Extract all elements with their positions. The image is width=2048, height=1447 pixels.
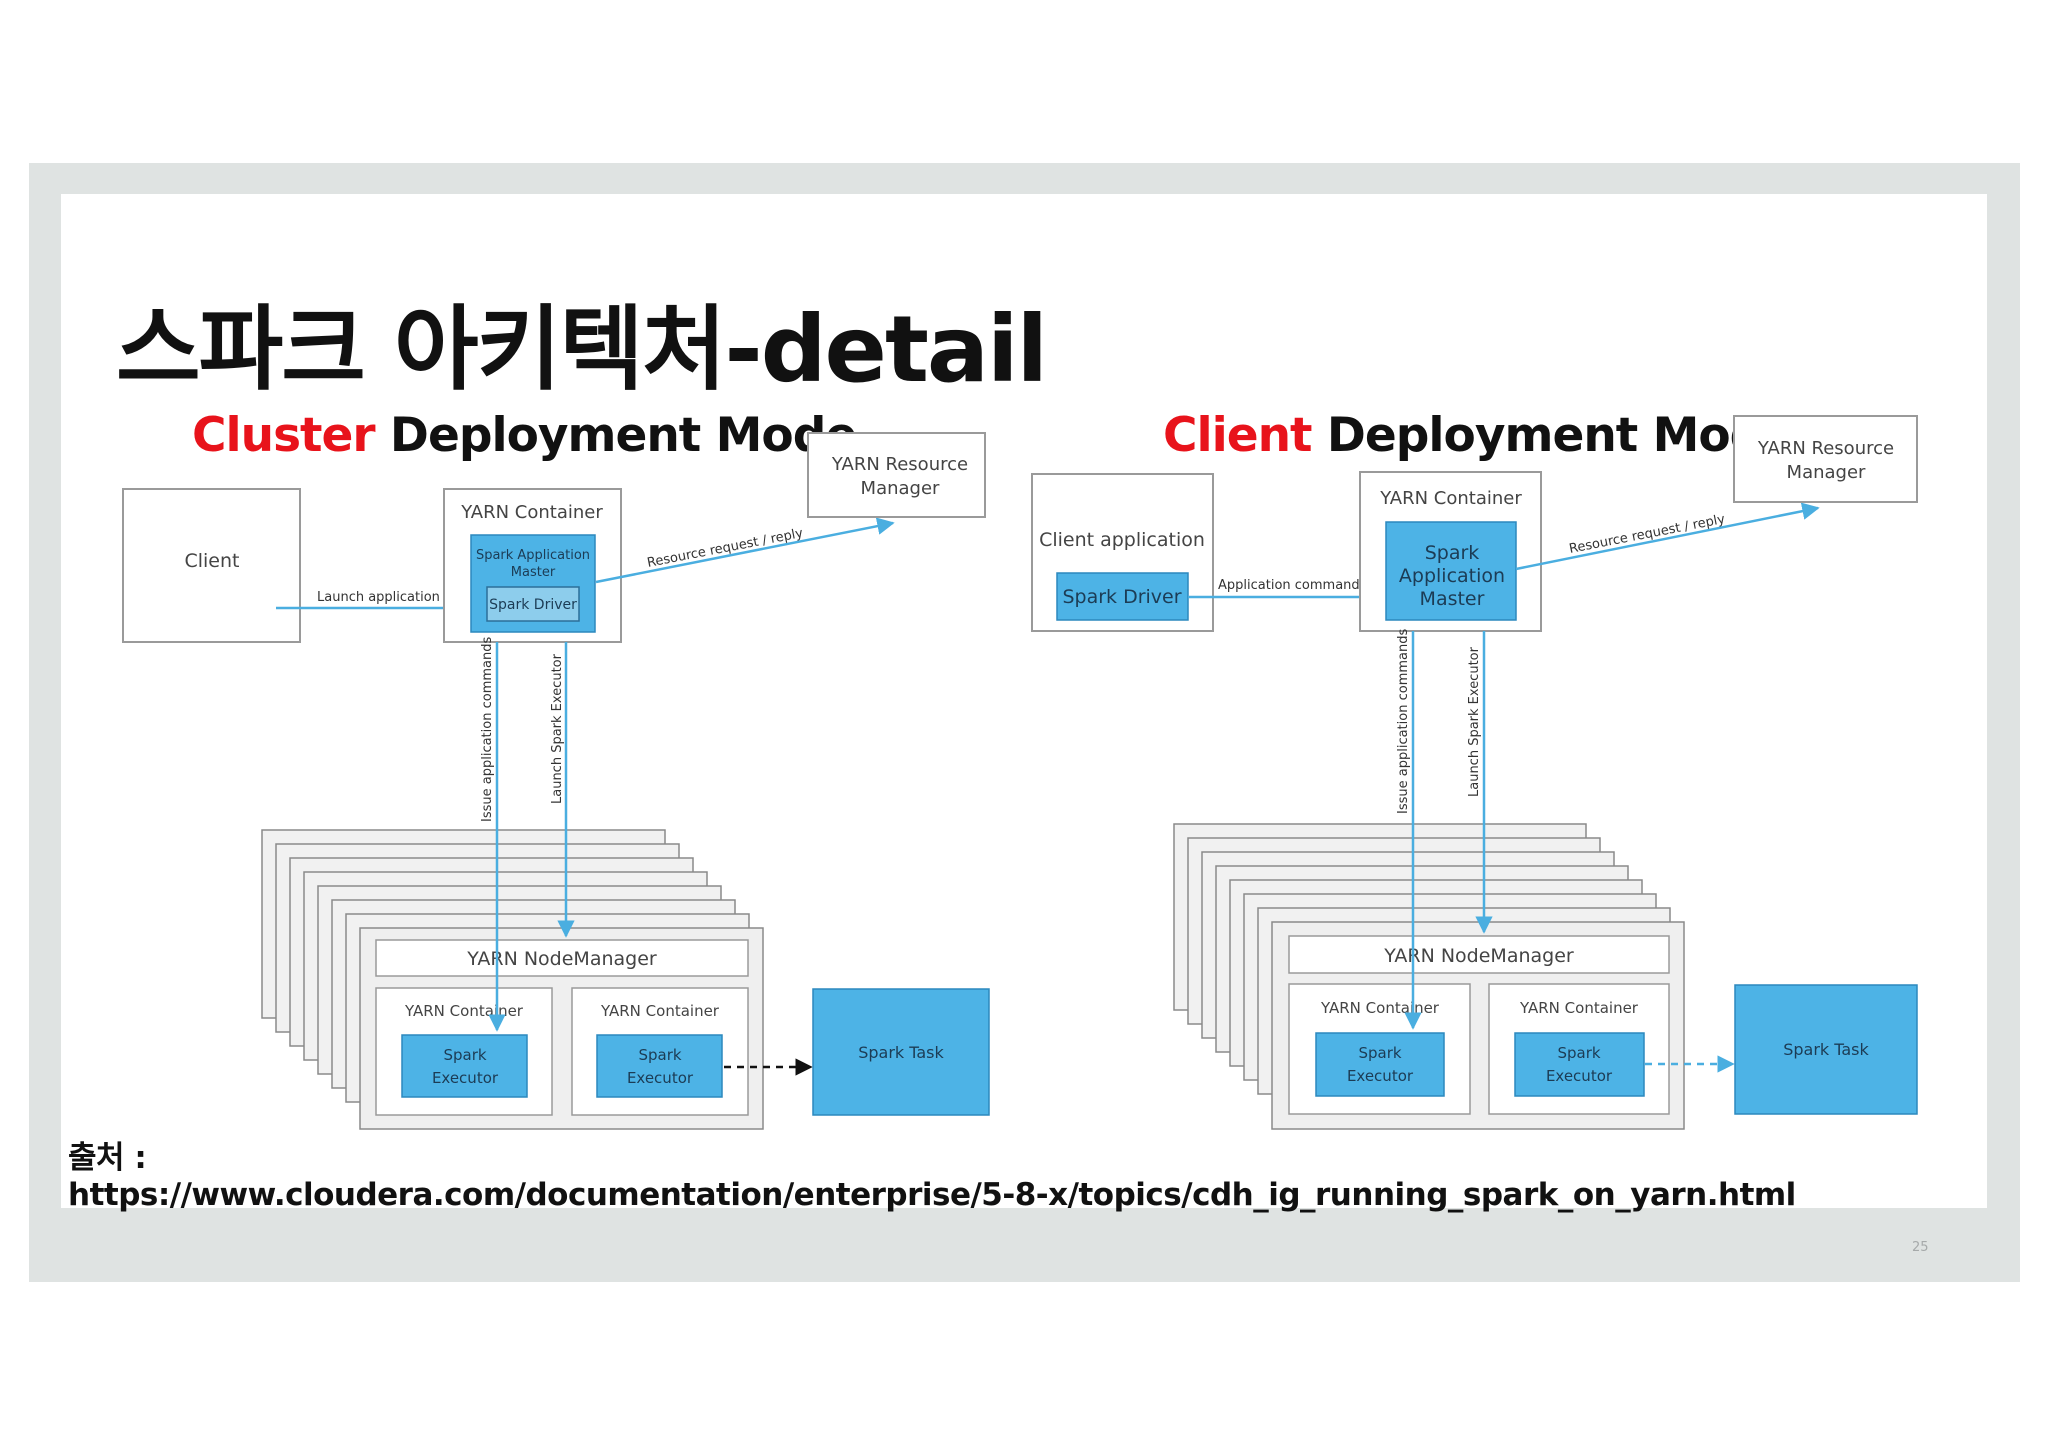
cluster-spark-task-label: Spark Task bbox=[858, 1043, 944, 1062]
cluster-nodemanager-label: YARN NodeManager bbox=[466, 948, 657, 970]
cluster-container-a-label: YARN Container bbox=[404, 1002, 524, 1020]
cluster-executor-a bbox=[401, 1034, 528, 1098]
cluster-resource-arrow bbox=[595, 517, 895, 584]
source-citation: 출처 : https://www.cloudera.com/documentat… bbox=[68, 1140, 1796, 1214]
client-nodemanager-bar bbox=[1288, 935, 1670, 974]
cluster-app-master-line1: Spark Application bbox=[476, 548, 590, 563]
client-spark-task-box bbox=[1734, 984, 1918, 1115]
cluster-rm-line1: YARN Resource bbox=[831, 454, 968, 475]
client-nodemanager-label: YARN NodeManager bbox=[1383, 945, 1574, 967]
cluster-executor-b-line2: Executor bbox=[627, 1069, 694, 1087]
cluster-mode-title-rest: Deployment Mode bbox=[374, 408, 857, 463]
client-yarn-container-label: YARN Container bbox=[1379, 488, 1522, 509]
cluster-rm-line2: Manager bbox=[861, 478, 940, 499]
client-application-label: Client application bbox=[1039, 529, 1205, 551]
client-spark-task-label: Spark Task bbox=[1783, 1040, 1869, 1059]
client-executor-a-line1: Spark bbox=[1358, 1044, 1401, 1062]
page-title: 스파크 아키텍처-detail bbox=[116, 296, 1048, 403]
client-resource-manager-box bbox=[1733, 415, 1918, 503]
client-rm-line1: YARN Resource bbox=[1757, 438, 1894, 459]
cluster-spark-driver-label: Spark Driver bbox=[489, 597, 577, 613]
client-container-b-label: YARN Container bbox=[1519, 999, 1639, 1017]
client-executor-b bbox=[1514, 1032, 1645, 1097]
source-label: 출처 : bbox=[68, 1140, 147, 1176]
client-executor-b-line1: Spark bbox=[1557, 1044, 1600, 1062]
cluster-executor-a-line2: Executor bbox=[432, 1069, 499, 1087]
cluster-executor-b-line1: Spark bbox=[638, 1046, 681, 1064]
cluster-executor-a-line1: Spark bbox=[443, 1046, 486, 1064]
cluster-mode-title-highlight: Cluster bbox=[192, 408, 376, 463]
client-mode-title-rest: Deployment Mode bbox=[1311, 408, 1794, 463]
client-executor-a bbox=[1315, 1032, 1445, 1097]
client-launch-executor-label: Launch Spark Executor bbox=[1467, 646, 1482, 797]
client-app-master-box bbox=[1385, 521, 1517, 621]
client-app-master-line2: Application bbox=[1399, 565, 1505, 587]
cluster-spark-task-box bbox=[812, 988, 990, 1116]
client-executor-a-line2: Executor bbox=[1347, 1067, 1414, 1085]
client-resource-label: Resource request / reply bbox=[1568, 512, 1727, 557]
cluster-mode-title: Cluster Deployment Mode bbox=[192, 408, 857, 463]
cluster-executor-b bbox=[596, 1034, 723, 1098]
client-rm-line2: Manager bbox=[1787, 462, 1866, 483]
cluster-diagram: Client Launch application YARN Container… bbox=[122, 432, 990, 1130]
client-issue-label: Issue application commands bbox=[1396, 629, 1411, 814]
cluster-yarn-container-label: YARN Container bbox=[460, 502, 603, 523]
cluster-client-label: Client bbox=[184, 550, 239, 572]
cluster-nodemanager-bar bbox=[375, 939, 749, 977]
cluster-client-box bbox=[122, 488, 301, 643]
client-spark-driver-box bbox=[1056, 572, 1189, 621]
cluster-resource-manager-box bbox=[807, 432, 986, 518]
cluster-resource-label: Resource request / reply bbox=[646, 526, 805, 571]
client-mode-title-highlight: Client bbox=[1163, 408, 1313, 463]
client-diagram: Client application Spark Driver Applicat… bbox=[1031, 415, 1918, 1130]
cluster-app-master-line2: Master bbox=[511, 565, 556, 580]
client-spark-driver-label: Spark Driver bbox=[1062, 586, 1181, 608]
cluster-issue-label: Issue application commands bbox=[480, 637, 495, 822]
client-resource-arrow bbox=[1515, 502, 1820, 571]
source-url-link[interactable]: https://www.cloudera.com/documentation/e… bbox=[68, 1177, 1796, 1213]
client-app-master-line1: Spark bbox=[1425, 542, 1480, 564]
client-app-commands-label: Application commands bbox=[1218, 578, 1367, 593]
page-number: 25 bbox=[1912, 1240, 1929, 1255]
client-mode-title: Client Deployment Mode bbox=[1163, 408, 1794, 463]
cluster-launch-label: Launch application bbox=[317, 590, 440, 605]
client-app-master-line3: Master bbox=[1420, 588, 1485, 610]
client-executor-b-line2: Executor bbox=[1546, 1067, 1613, 1085]
cluster-container-b-label: YARN Container bbox=[600, 1002, 720, 1020]
cluster-launch-executor-label: Launch Spark Executor bbox=[550, 653, 565, 804]
client-container-a-label: YARN Container bbox=[1320, 999, 1440, 1017]
cluster-spark-driver-box bbox=[486, 586, 580, 622]
